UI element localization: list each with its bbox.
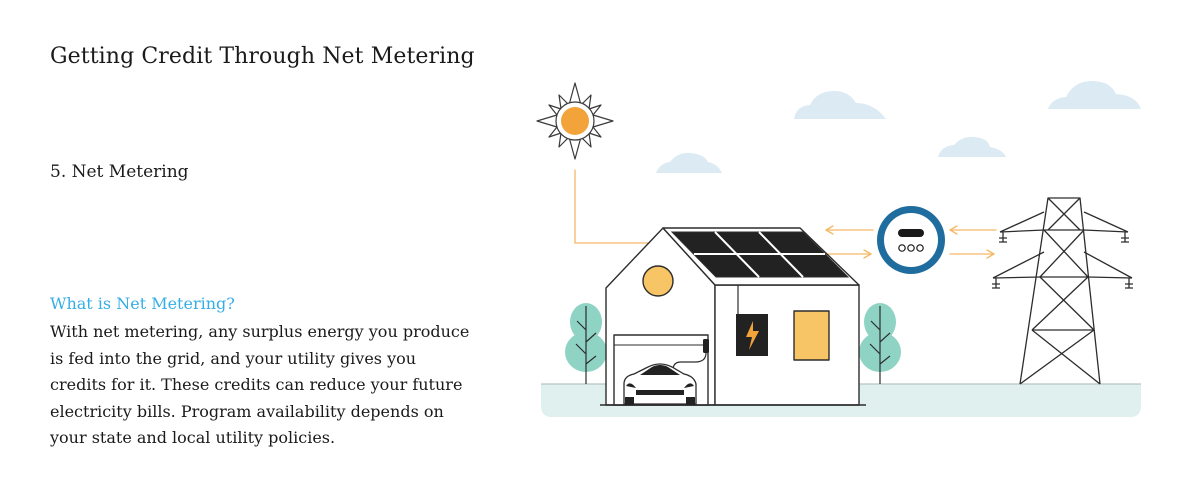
sun-icon — [536, 82, 614, 160]
section-body: With net metering, any surplus energy yo… — [50, 322, 470, 447]
step-label: 5. Net Metering — [50, 162, 189, 182]
page-title: Getting Credit Through Net Metering — [50, 44, 475, 69]
cloud-icon — [656, 152, 722, 173]
tree-icon — [565, 303, 607, 384]
solar-panel-icon — [670, 231, 850, 278]
cloud-icon — [938, 136, 1006, 157]
tree-icon — [859, 303, 901, 384]
cloud-icon — [794, 90, 886, 119]
meter-icon — [877, 206, 945, 274]
transmission-tower-icon — [992, 197, 1133, 385]
electric-car-icon — [623, 339, 709, 405]
net-metering-illustration — [536, 81, 1141, 417]
cloud-icon — [1048, 81, 1141, 109]
energy-arrows — [574, 169, 997, 259]
battery-icon — [736, 285, 768, 356]
section-heading: What is Net Metering? — [50, 294, 235, 313]
